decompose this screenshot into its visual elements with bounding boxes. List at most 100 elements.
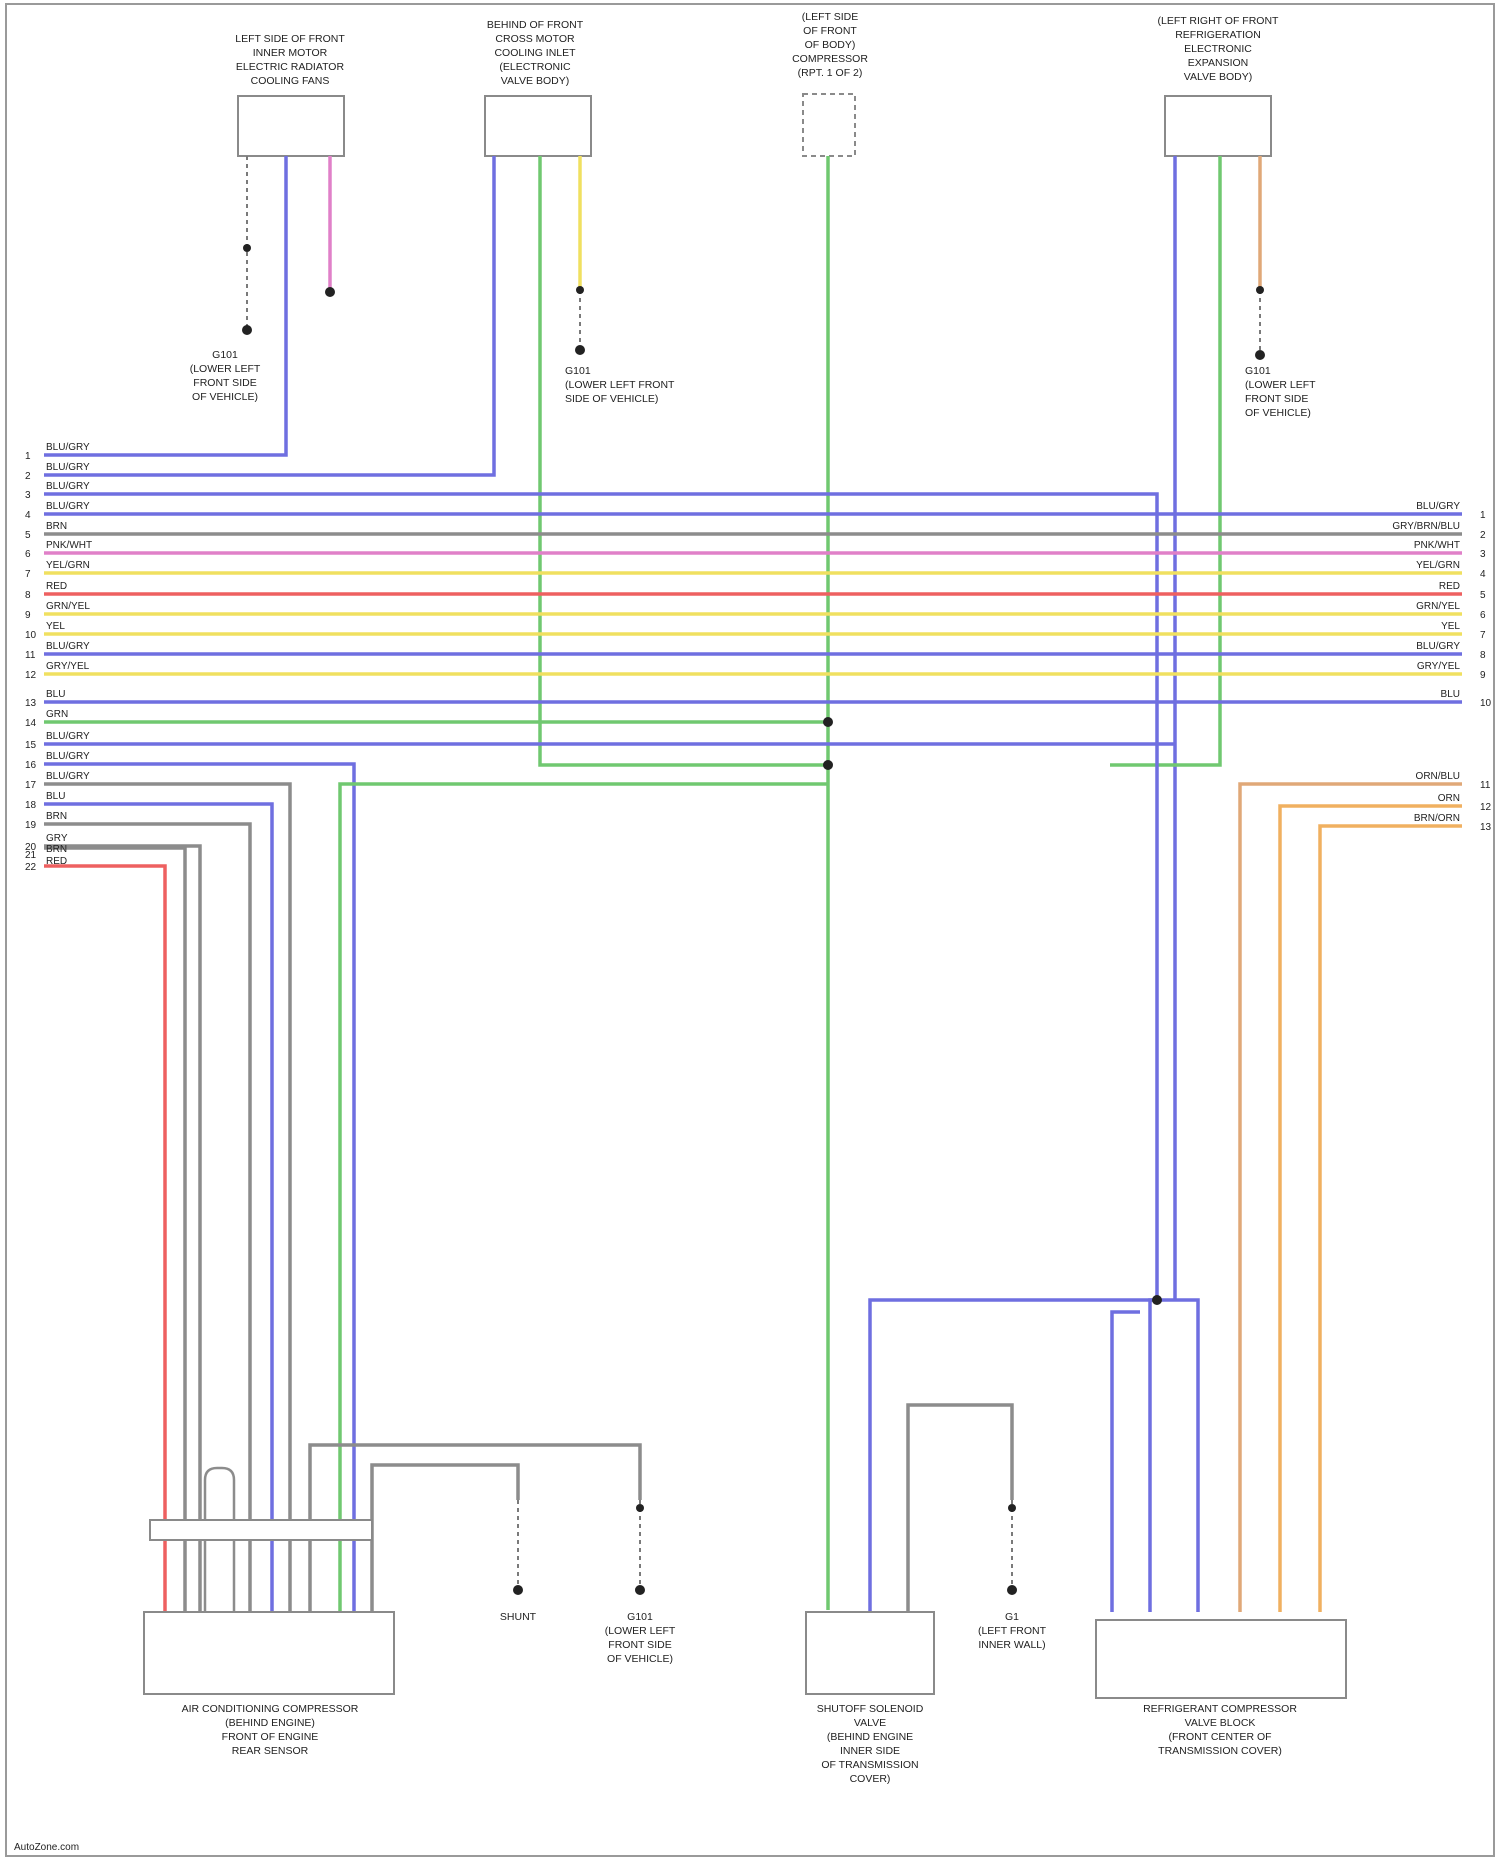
wire-label: YEL xyxy=(46,621,65,632)
pin-number: 11 xyxy=(25,650,36,661)
bus-wires xyxy=(44,494,1462,1612)
pin-number: 18 xyxy=(25,800,37,811)
wire-label: BLU xyxy=(46,791,65,802)
wire-gray xyxy=(372,1465,518,1612)
wire-label: BLU xyxy=(1441,689,1460,700)
connector-strip xyxy=(150,1520,372,1540)
pin-number: 1 xyxy=(25,451,31,462)
pin-number: 22 xyxy=(25,862,37,873)
wire-label: PNK/WHT xyxy=(46,540,92,551)
pin-number: 8 xyxy=(1480,650,1486,661)
pin-number: 7 xyxy=(25,569,31,580)
pin-number: 11 xyxy=(1480,780,1491,791)
pin-number: 1 xyxy=(1480,510,1486,521)
wire-tan xyxy=(1240,784,1462,1612)
wire-label: GRN/YEL xyxy=(1416,601,1460,612)
bottom-right-wiring xyxy=(1112,1295,1198,1612)
wire-label: RED xyxy=(46,581,67,592)
wire-label: YEL xyxy=(1441,621,1460,632)
wire-label: BRN xyxy=(46,844,67,855)
wire-label: RED xyxy=(1439,581,1460,592)
pin-number: 8 xyxy=(25,590,31,601)
wire-blue xyxy=(44,804,272,1612)
ground-label: G101(LOWER LEFTFRONT SIDEOF VEHICLE) xyxy=(1245,365,1316,419)
pin-number: 9 xyxy=(1480,670,1486,681)
wire-label: BLU/GRY xyxy=(46,771,90,782)
wire-label: BLU/GRY xyxy=(1416,641,1460,652)
wire-label: PNK/WHT xyxy=(1414,540,1460,551)
pin-number: 21 xyxy=(25,850,37,861)
footer-text: AutoZone.com xyxy=(14,1842,79,1853)
pin-number: 10 xyxy=(25,630,37,641)
wire-gray xyxy=(44,784,290,1612)
wire-label: BRN xyxy=(46,811,67,822)
wire-label: GRY xyxy=(46,833,68,844)
wire-label: BLU/GRY xyxy=(46,462,90,473)
ground-label: SHUNT xyxy=(500,1611,537,1623)
wire-label: YEL/GRN xyxy=(46,560,90,571)
wire-blue xyxy=(1112,1312,1140,1612)
wire-red xyxy=(44,866,165,1612)
wire-green xyxy=(340,784,828,1612)
pin-number: 3 xyxy=(1480,549,1486,560)
wire-gray xyxy=(44,846,200,1612)
wire-label: GRY/BRN/BLU xyxy=(1392,521,1460,532)
pin-number: 12 xyxy=(25,670,37,681)
wire-label: ORN xyxy=(1438,793,1460,804)
pin-number: 19 xyxy=(25,820,37,831)
wire-orange xyxy=(1280,806,1462,1612)
diagram-frame xyxy=(6,4,1494,1856)
wire-label: GRN xyxy=(46,709,68,720)
wire-label: BLU xyxy=(46,689,65,700)
wire-gray xyxy=(44,824,250,1612)
pin-number: 16 xyxy=(25,760,37,771)
pin-number: 6 xyxy=(25,549,31,560)
pin-number: 6 xyxy=(1480,610,1486,621)
wire-label: BRN/ORN xyxy=(1414,813,1460,824)
pin-number: 2 xyxy=(1480,530,1486,541)
component-label: SHUTOFF SOLENOIDVALVE(BEHIND ENGINEINNER… xyxy=(817,1703,924,1785)
pin-number: 7 xyxy=(1480,630,1486,641)
pin-number: 13 xyxy=(1480,822,1492,833)
wire-label: BLU/GRY xyxy=(46,442,90,453)
left-connector: 1 BLU/GRY 2 BLU/GRY 3 BLU/GRY 4 BLU/GRY … xyxy=(25,442,92,873)
bottom-center-wiring xyxy=(870,1300,1157,1612)
wire-label: BLU/GRY xyxy=(46,641,90,652)
pin-number: 10 xyxy=(1480,698,1492,709)
component-label: AIR CONDITIONING COMPRESSOR(BEHIND ENGIN… xyxy=(182,1703,359,1757)
wire-blue xyxy=(44,156,494,475)
wire-label: BLU/GRY xyxy=(1416,501,1460,512)
wire-blue xyxy=(1150,1300,1155,1612)
wire-label: BLU/GRY xyxy=(46,501,90,512)
wire-label: RED xyxy=(46,856,67,867)
pin-number: 4 xyxy=(1480,569,1486,580)
wire-gray xyxy=(908,1405,1012,1612)
wire-label: BLU/GRY xyxy=(46,751,90,762)
wire-label: YEL/GRN xyxy=(1416,560,1460,571)
wire-label: GRY/YEL xyxy=(46,661,90,672)
wire-blue xyxy=(1157,1300,1198,1612)
pin-number: 5 xyxy=(25,530,31,541)
wire-label: BLU/GRY xyxy=(46,481,90,492)
pin-number: 13 xyxy=(25,698,37,709)
pin-number: 14 xyxy=(25,718,37,729)
pin-number: 5 xyxy=(1480,590,1486,601)
wire-orange xyxy=(1320,826,1462,1612)
pin-number: 17 xyxy=(25,780,37,791)
pin-number: 15 xyxy=(25,740,37,751)
